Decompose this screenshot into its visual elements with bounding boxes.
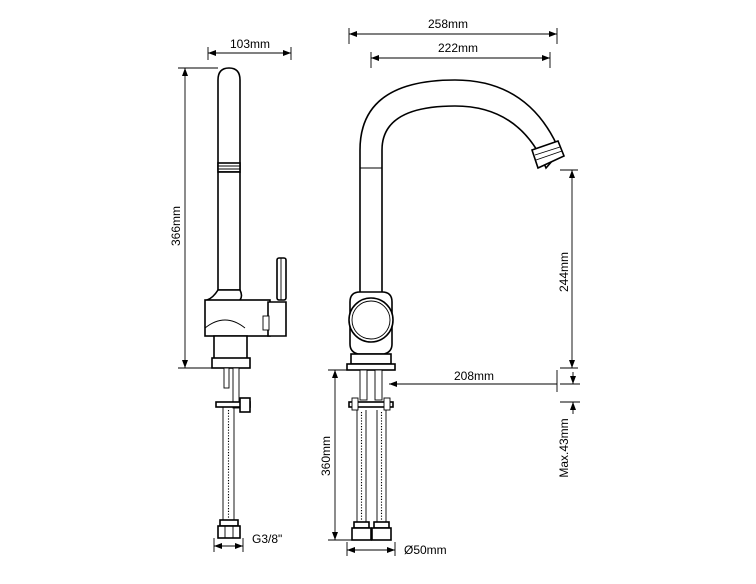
dimension-label-spout-offset: 208mm: [454, 369, 494, 383]
dimension-spout-reach: 222mm: [370, 41, 551, 68]
dimension-label-side-width: 103mm: [230, 37, 270, 51]
faucet-front-view: [346, 79, 566, 541]
dimension-label-overall-reach: 258mm: [428, 17, 468, 31]
dimension-hose-length: 360mm: [319, 369, 352, 541]
dimension-hose-thread: G3/8": [213, 532, 282, 552]
dimension-overall-reach: 258mm: [348, 17, 558, 44]
dimension-label-spout-reach: 222mm: [438, 41, 478, 55]
dimension-label-hose-thread: G3/8": [252, 532, 282, 546]
faucet-side-view: [204, 67, 287, 539]
dimension-spout-height: 244mm: [557, 169, 578, 369]
dimension-base-diameter: Ø50mm: [346, 542, 447, 557]
dimension-label-side-height: 366mm: [169, 206, 183, 246]
dimension-side-width: 103mm: [207, 37, 292, 60]
dimension-label-hose-length: 360mm: [319, 436, 333, 476]
dimension-side-height: 366mm: [169, 67, 218, 369]
dimension-max-deck-thickness: Max.43mm: [557, 372, 580, 478]
dimension-label-max-deck-thickness: Max.43mm: [557, 418, 571, 477]
dimension-spout-offset: 208mm: [389, 369, 558, 392]
dimension-label-spout-height: 244mm: [557, 252, 571, 292]
dimension-label-base-diameter: Ø50mm: [404, 543, 447, 557]
